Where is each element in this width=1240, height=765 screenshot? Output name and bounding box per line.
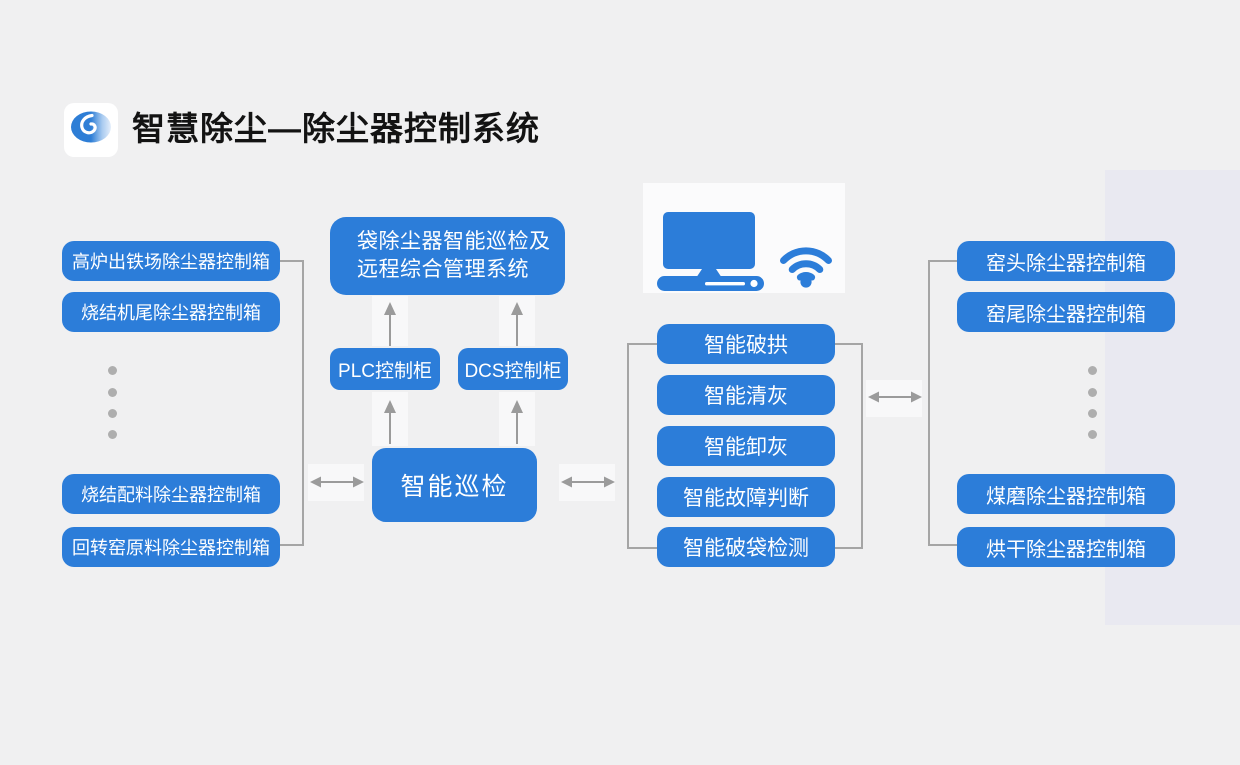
management-system-line2: 远程综合管理系统	[357, 258, 529, 281]
page-title: 智慧除尘—除尘器控制系统	[132, 110, 540, 147]
function-group-right-bracket-line	[835, 343, 863, 549]
function-box-ash-unloading: 智能卸灰	[657, 426, 835, 466]
computer-panel	[643, 183, 845, 293]
left-box-sinter-batching: 烧结配料除尘器控制箱	[62, 474, 280, 514]
up-arrow-icon	[381, 400, 399, 451]
right-box-kiln-tail: 窑尾除尘器控制箱	[957, 292, 1175, 332]
ellipsis-dot	[1088, 388, 1097, 397]
right-group-bracket-line	[928, 260, 958, 546]
up-arrow-icon	[381, 302, 399, 353]
left-box-rotary-kiln-raw: 回转窑原料除尘器控制箱	[62, 527, 280, 567]
function-box-arch-breaking: 智能破拱	[657, 324, 835, 364]
double-arrow-icon	[310, 475, 364, 494]
ellipsis-dot	[1088, 366, 1097, 375]
management-system-box: 袋除尘器智能巡检及 远程综合管理系统	[330, 217, 565, 295]
management-system-line1: 袋除尘器智能巡检及	[357, 230, 551, 253]
right-box-kiln-head: 窑头除尘器控制箱	[957, 241, 1175, 281]
wifi-icon	[770, 222, 842, 293]
up-arrow-icon	[508, 400, 526, 451]
left-box-sinter-tail: 烧结机尾除尘器控制箱	[62, 292, 280, 332]
up-arrow-icon	[508, 302, 526, 353]
dcs-cabinet-box: DCS控制柜	[458, 348, 568, 390]
ellipsis-dot	[1088, 430, 1097, 439]
left-group-bracket-line	[280, 260, 304, 546]
plc-cabinet-box: PLC控制柜	[330, 348, 440, 390]
left-box-blast-furnace: 高炉出铁场除尘器控制箱	[62, 241, 280, 281]
ellipsis-dot	[1088, 409, 1097, 418]
right-box-coal-mill: 煤磨除尘器控制箱	[957, 474, 1175, 514]
swirl-logo-icon	[68, 105, 114, 156]
ellipsis-dot	[108, 388, 117, 397]
function-group-left-bracket-line	[627, 343, 657, 549]
ellipsis-dot	[108, 409, 117, 418]
double-arrow-icon	[868, 390, 922, 409]
function-box-ash-cleaning: 智能清灰	[657, 375, 835, 415]
ellipsis-dot	[108, 366, 117, 375]
double-arrow-icon	[561, 475, 615, 494]
computer-icon	[643, 183, 773, 298]
smart-patrol-box: 智能巡检	[372, 448, 537, 522]
function-box-bag-break-detection: 智能破袋检测	[657, 527, 835, 567]
ellipsis-dot	[108, 430, 117, 439]
logo-card	[64, 103, 118, 157]
right-box-drying: 烘干除尘器控制箱	[957, 527, 1175, 567]
function-box-fault-judgment: 智能故障判断	[657, 477, 835, 517]
